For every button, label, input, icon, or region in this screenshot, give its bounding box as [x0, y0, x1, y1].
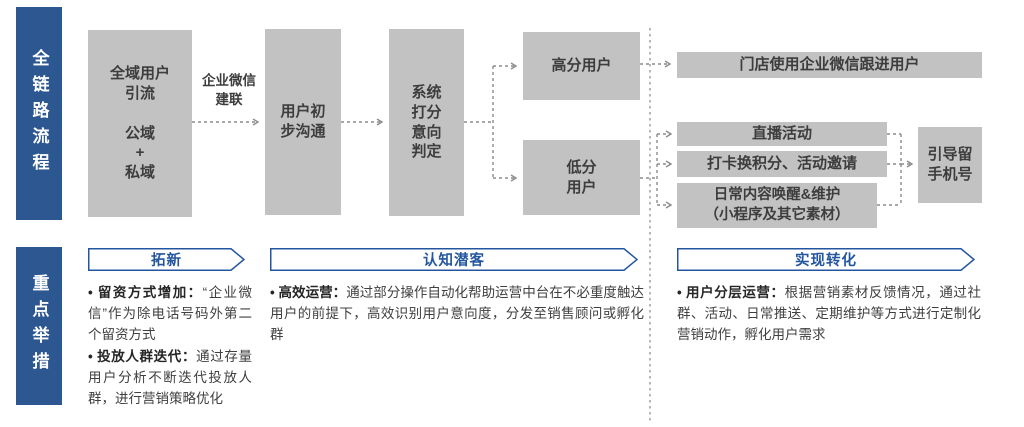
- bullet-audience-iteration: • 投放人群迭代：通过存量用户分析不断迭代投放人群，进行营销策略优化: [88, 348, 253, 406]
- node-initial-communication: 用户初 步沟通: [265, 29, 341, 215]
- edge-label-wecom-connect: 企业微信 建联: [202, 73, 256, 107]
- banner-arrow-shape: [88, 248, 245, 271]
- lane-label-key-measures: 重点举措: [16, 247, 62, 405]
- stage-banner-conversion: 实现转化: [677, 248, 975, 271]
- node-points-invite: 打卡换积分、活动邀请: [677, 151, 887, 177]
- stage-banner-label: 认知潜客: [423, 253, 485, 269]
- stage-banner-label: 拓新: [151, 253, 182, 269]
- node-capture-phone-number: 引导留 手机号: [918, 127, 982, 203]
- node-high-score-users: 高分用户: [523, 32, 640, 100]
- stage-banner-acquisition: 拓新: [88, 248, 245, 271]
- notes-conversion: • 用户分层运营：根据营销素材反馈情况，通过社群、活动、日常推送、定期维护等方式…: [677, 283, 981, 347]
- bullet-user-tiered-operation: • 用户分层运营：根据营销素材反馈情况，通过社群、活动、日常推送、定期维护等方式…: [677, 285, 982, 342]
- node-daily-content-maintenance: 日常内容唤醒&维护 （小程序及其它素材）: [677, 183, 877, 228]
- stage-banner-prospect-awareness: 认知潜客: [270, 248, 638, 271]
- bullet-efficient-operation: • 高效运营：通过部分操作自动化帮助运营中台在不必重度触达用户的前提下，高效识别…: [270, 285, 644, 342]
- node-live-activity: 直播活动: [677, 122, 887, 146]
- node-low-score-users: 低分 用户: [523, 140, 640, 215]
- node-store-wecom-followup: 门店使用企业微信跟进用户: [677, 52, 982, 78]
- node-omni-user-acquisition: 全域用户 引流 公域 + 私域: [88, 30, 192, 217]
- stage-banner-label: 实现转化: [795, 253, 857, 269]
- banner-arrow-shape: [270, 248, 638, 271]
- node-system-scoring: 系统 打分 意向 判定: [389, 29, 464, 216]
- bullet-retention-method: • 留资方式增加：“企业微信”作为除电话号码外第二个留资方式: [88, 285, 252, 342]
- lane-label-full-chain-process: 全链路流程: [16, 7, 62, 220]
- notes-prospect-awareness: • 高效运营：通过部分操作自动化帮助运营中台在不必重度触达用户的前提下，高效识别…: [270, 283, 644, 347]
- banner-arrow-shape: [677, 248, 975, 271]
- notes-acquisition: • 留资方式增加：“企业微信”作为除电话号码外第二个留资方式 • 投放人群迭代：…: [88, 283, 252, 411]
